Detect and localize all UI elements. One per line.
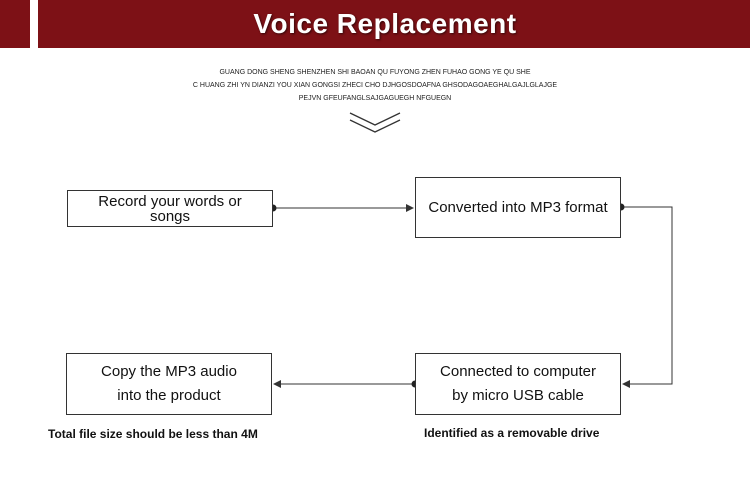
- step-copy-box: Copy the MP3 audio into the product: [66, 353, 272, 415]
- address-line-3: PEJVN GFEUFANGLSAJGAGUEGH NFGUEGN: [298, 95, 452, 102]
- step-convert-label: Converted into MP3 format: [428, 199, 608, 216]
- address-text: GUANG DONG SHENG SHENZHEN SHI BAOAN QU F…: [150, 66, 600, 105]
- step-record-label: Record your words or songs: [98, 192, 242, 225]
- arrow-step1-to-step2: [269, 204, 414, 212]
- address-line-2: C HUANG ZHI YN DIANZI YOU XIAN GONGSI ZH…: [192, 82, 558, 89]
- arrow-step3-to-step4: [273, 380, 419, 388]
- step-connect-line-1: Connected to computer: [440, 363, 596, 380]
- removable-drive-note: Identified as a removable drive: [424, 426, 600, 440]
- arrow-step2-to-step3: [617, 203, 673, 388]
- step-connect-box: Connected to computer by micro USB cable: [415, 353, 621, 415]
- header-accent-bar: [0, 0, 30, 48]
- step-copy-line-2: into the product: [117, 387, 221, 404]
- header-banner: Voice Replacement: [38, 0, 750, 48]
- file-size-note: Total file size should be less than 4M: [48, 427, 258, 441]
- step-copy-line-1: Copy the MP3 audio: [101, 363, 237, 380]
- page-title: Voice Replacement: [253, 8, 517, 39]
- step-record-box: Record your words or songs: [67, 190, 273, 227]
- step-connect-line-2: by micro USB cable: [452, 387, 584, 404]
- address-line-1: GUANG DONG SHENG SHENZHEN SHI BAOAN QU F…: [219, 69, 531, 76]
- double-chevron-down-icon: [349, 112, 401, 133]
- step-convert-box: Converted into MP3 format: [415, 177, 621, 238]
